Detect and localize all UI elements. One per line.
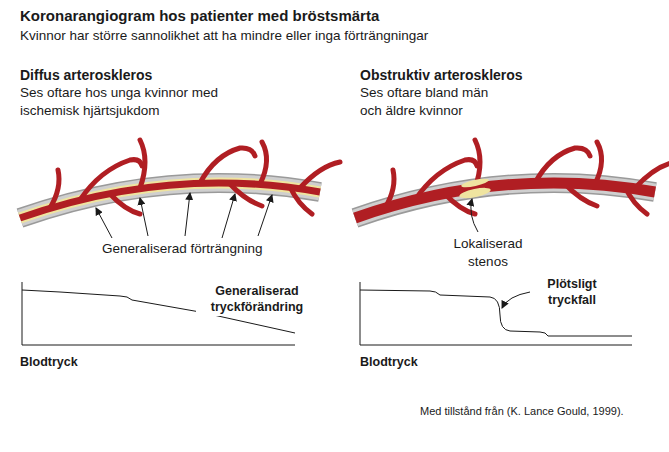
title: Koronarangiogram hos patienter med bröst… [20, 6, 379, 26]
graph-label: Plötsligt tryckfall [530, 276, 614, 309]
callout-label: Lokaliserad stenos [440, 235, 536, 270]
section-description: Ses oftare hos unga kvinnor med ischemis… [20, 84, 225, 119]
graph-label: Generaliserad tryckförändring [196, 283, 318, 316]
diffuse-artery [20, 140, 340, 218]
section-description: Ses oftare bland män och äldre kvinnor [360, 84, 512, 119]
callout-label: Generaliserad förträngning [102, 240, 263, 258]
axis-label: Blodtryck [360, 354, 418, 370]
obstructive-artery [355, 140, 669, 218]
subtitle: Kvinnor har större sannolikhet att ha mi… [20, 27, 428, 45]
axis-label: Blodtryck [20, 354, 78, 370]
section-heading: Diffus arteroskleros [20, 66, 152, 84]
section-heading: Obstruktiv arteroskleros [360, 66, 523, 84]
caption: Med tillstånd från (K. Lance Gould, 1999… [420, 404, 624, 418]
